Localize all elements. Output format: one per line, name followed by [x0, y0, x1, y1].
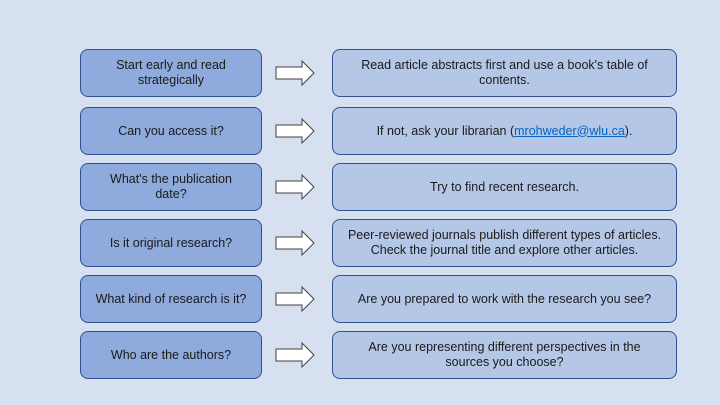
question-box: Is it original research?	[80, 219, 262, 267]
answer-box: Try to find recent research.	[332, 163, 677, 211]
question-text: What kind of research is it?	[95, 291, 247, 306]
answer-box: Peer-reviewed journals publish different…	[332, 219, 677, 267]
answer-box: Are you prepared to work with the resear…	[332, 275, 677, 323]
question-box: Can you access it?	[80, 107, 262, 155]
librarian-email-link[interactable]: mrohweder@wlu.ca	[514, 123, 625, 138]
answer-prefix: If not, ask your librarian (	[376, 123, 515, 138]
question-box: Start early and read strategically	[80, 49, 262, 97]
answer-box: Are you representing different perspecti…	[332, 331, 677, 379]
answer-text: If not, ask your librarian (mrohweder@wl…	[377, 124, 633, 139]
flow-row: Start early and read strategically Read …	[80, 49, 678, 99]
right-arrow-icon	[275, 118, 315, 144]
right-arrow-icon	[275, 60, 315, 86]
answer-box: Read article abstracts first and use a b…	[332, 49, 677, 97]
question-text: Who are the authors?	[110, 347, 232, 362]
question-text: Can you access it?	[118, 123, 224, 138]
right-arrow-icon	[275, 230, 315, 256]
right-arrow-icon	[275, 342, 315, 368]
question-text: Is it original research?	[109, 235, 233, 250]
flow-row: Can you access it? If not, ask your libr…	[80, 107, 678, 157]
right-arrow-icon	[275, 174, 315, 200]
answer-suffix: ).	[624, 123, 633, 138]
answer-text: Are you prepared to work with the resear…	[357, 291, 652, 306]
flow-row: What kind of research is it? Are you pre…	[80, 275, 678, 325]
question-text: Start early and read strategically	[116, 58, 226, 87]
answer-text: Try to find recent research.	[430, 179, 579, 194]
question-text: What's the publication date?	[110, 172, 232, 201]
question-box: What's the publication date?	[80, 163, 262, 211]
answer-text: Peer-reviewed journals publish different…	[347, 228, 662, 257]
right-arrow-icon	[275, 286, 315, 312]
question-box: Who are the authors?	[80, 331, 262, 379]
flow-row: Is it original research? Peer-reviewed j…	[80, 219, 678, 269]
question-box: What kind of research is it?	[80, 275, 262, 323]
answer-box: If not, ask your librarian (mrohweder@wl…	[332, 107, 677, 155]
flow-row: Who are the authors? Are you representin…	[80, 331, 678, 381]
answer-text: Read article abstracts first and use a b…	[361, 58, 648, 87]
answer-text: Are you representing different perspecti…	[368, 340, 641, 369]
flow-row: What's the publication date? Try to find…	[80, 163, 678, 213]
